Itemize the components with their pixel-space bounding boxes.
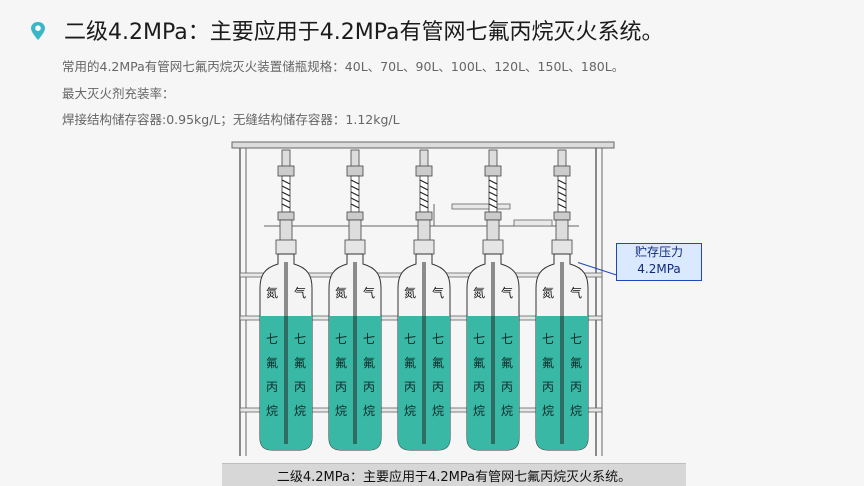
caption-bar: 二级4.2MPa：主要应用于4.2MPa有管网七氟丙烷灭火系统。 [222, 463, 686, 486]
agent-label-left: 烷 [473, 404, 485, 418]
callout-value: 4.2MPa [637, 262, 681, 276]
agent-label-right: 七 [570, 332, 582, 346]
gas-label-right: 气 [363, 285, 375, 300]
agent-label-right: 丙 [294, 380, 306, 394]
page-title: 二级4.2MPa：主要应用于4.2MPa有管网七氟丙烷灭火系统。 [64, 20, 664, 45]
fill-rate-line: 焊接结构储存容器:0.95kg/L；无缝结构储存容器：1.12kg/L [62, 112, 400, 127]
agent-label-left: 氟 [266, 356, 278, 370]
agent-label-right: 氟 [432, 356, 444, 370]
gas-label-left: 氮 [404, 285, 416, 300]
agent-label-right: 氟 [570, 356, 582, 370]
callout-label: 贮存压力 [634, 245, 683, 259]
agent-label-left: 丙 [266, 380, 278, 394]
agent-label-right: 七 [294, 332, 306, 346]
agent-label-left: 烷 [335, 404, 347, 418]
agent-label-left: 丙 [335, 380, 347, 394]
cylinder-diagram: 氮气七氟丙烷七氟丙烷氮气七氟丙烷七氟丙烷氮气七氟丙烷七氟丙烷氮气七氟丙烷七氟丙烷… [231, 141, 615, 456]
agent-label-right: 氟 [501, 356, 513, 370]
agent-label-right: 氟 [363, 356, 375, 370]
agent-label-left: 丙 [404, 380, 416, 394]
agent-label-right: 烷 [432, 404, 444, 418]
gas-label-left: 氮 [542, 285, 554, 300]
gas-label-right: 气 [501, 285, 513, 300]
agent-label-left: 七 [335, 332, 347, 346]
gas-label-right: 气 [432, 285, 444, 300]
agent-label-left: 丙 [542, 380, 554, 394]
agent-label-right: 七 [501, 332, 513, 346]
agent-label-left: 氟 [473, 356, 485, 370]
agent-label-left: 烷 [404, 404, 416, 418]
agent-label-left: 烷 [542, 404, 554, 418]
spec-line: 常用的4.2MPa有管网七氟丙烷灭火装置储瓶规格：40L、70L、90L、100… [62, 59, 625, 74]
agent-label-right: 烷 [501, 404, 513, 418]
agent-label-left: 七 [266, 332, 278, 346]
gas-label-right: 气 [294, 285, 306, 300]
agent-label-right: 烷 [294, 404, 306, 418]
agent-label-left: 烷 [266, 404, 278, 418]
gas-label-left: 氮 [473, 285, 485, 300]
agent-label-left: 氟 [404, 356, 416, 370]
agent-label-right: 氟 [294, 356, 306, 370]
cylinder-labels: 氮气七氟丙烷七氟丙烷氮气七氟丙烷七氟丙烷氮气七氟丙烷七氟丙烷氮气七氟丙烷七氟丙烷… [266, 285, 582, 418]
agent-label-left: 丙 [473, 380, 485, 394]
gas-label-right: 气 [570, 285, 582, 300]
agent-label-left: 七 [404, 332, 416, 346]
agent-label-right: 丙 [570, 380, 582, 394]
gas-label-left: 氮 [335, 285, 347, 300]
agent-label-right: 七 [363, 332, 375, 346]
agent-label-right: 烷 [363, 404, 375, 418]
agent-label-left: 氟 [542, 356, 554, 370]
location-pin-icon [31, 22, 45, 40]
pressure-callout: 贮存压力 4.2MPa [616, 243, 702, 281]
agent-label-right: 丙 [501, 380, 513, 394]
fill-rate-heading: 最大灭火剂充装率： [62, 86, 175, 101]
agent-label-right: 丙 [363, 380, 375, 394]
agent-label-left: 七 [473, 332, 485, 346]
agent-label-left: 氟 [335, 356, 347, 370]
gas-label-left: 氮 [266, 285, 278, 300]
agent-label-right: 丙 [432, 380, 444, 394]
agent-label-right: 烷 [570, 404, 582, 418]
agent-label-right: 七 [432, 332, 444, 346]
agent-label-left: 七 [542, 332, 554, 346]
